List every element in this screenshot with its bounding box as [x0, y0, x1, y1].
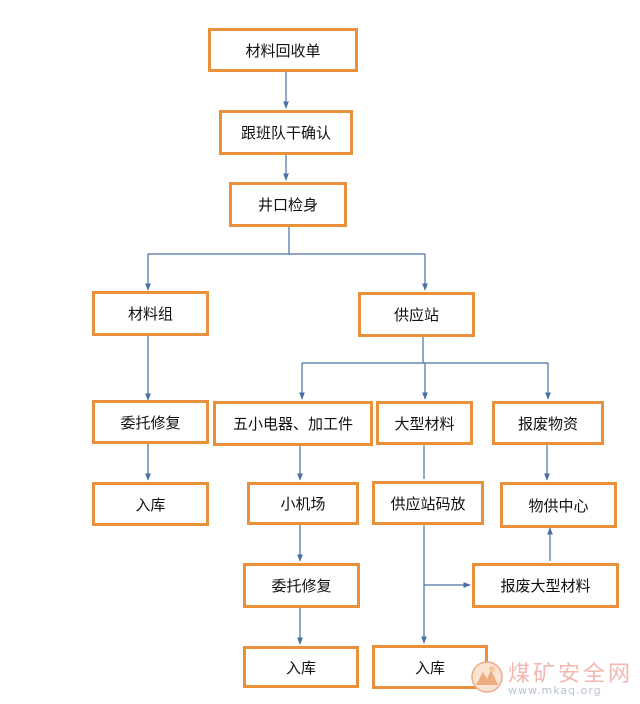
node-goods-supply-center: 物供中心	[500, 482, 617, 528]
node-shaft-inspection: 井口检身	[229, 182, 347, 227]
node-scrap-large-materials: 报废大型材料	[472, 563, 619, 608]
node-material-group-repair: 委托修复	[92, 400, 209, 444]
node-small-appliances: 五小电器、加工件	[213, 401, 373, 446]
node-scrap-goods: 报废物资	[492, 401, 604, 445]
watermark-text: 煤矿安全网	[508, 662, 634, 687]
mine-logo-icon	[471, 661, 503, 693]
edge-inspection-split	[148, 227, 425, 255]
watermark-url: www.mkaq.org	[508, 684, 602, 697]
node-small-machine-yard: 小机场	[247, 482, 359, 525]
node-supply-station-stack: 供应站码放	[372, 481, 484, 525]
node-material-group-storage: 入库	[92, 482, 209, 526]
node-large-materials: 大型材料	[376, 401, 473, 445]
node-material-group: 材料组	[92, 291, 209, 336]
node-appliances-storage: 入库	[243, 646, 359, 688]
node-appliances-repair: 委托修复	[243, 563, 360, 608]
node-material-return-form: 材料回收单	[208, 28, 358, 72]
node-shift-team-confirm: 跟班队干确认	[219, 110, 353, 155]
edge-supply-split	[302, 337, 548, 364]
watermark: 煤矿安全网 www.mkaq.org	[468, 654, 636, 702]
node-supply-station: 供应站	[358, 292, 475, 337]
